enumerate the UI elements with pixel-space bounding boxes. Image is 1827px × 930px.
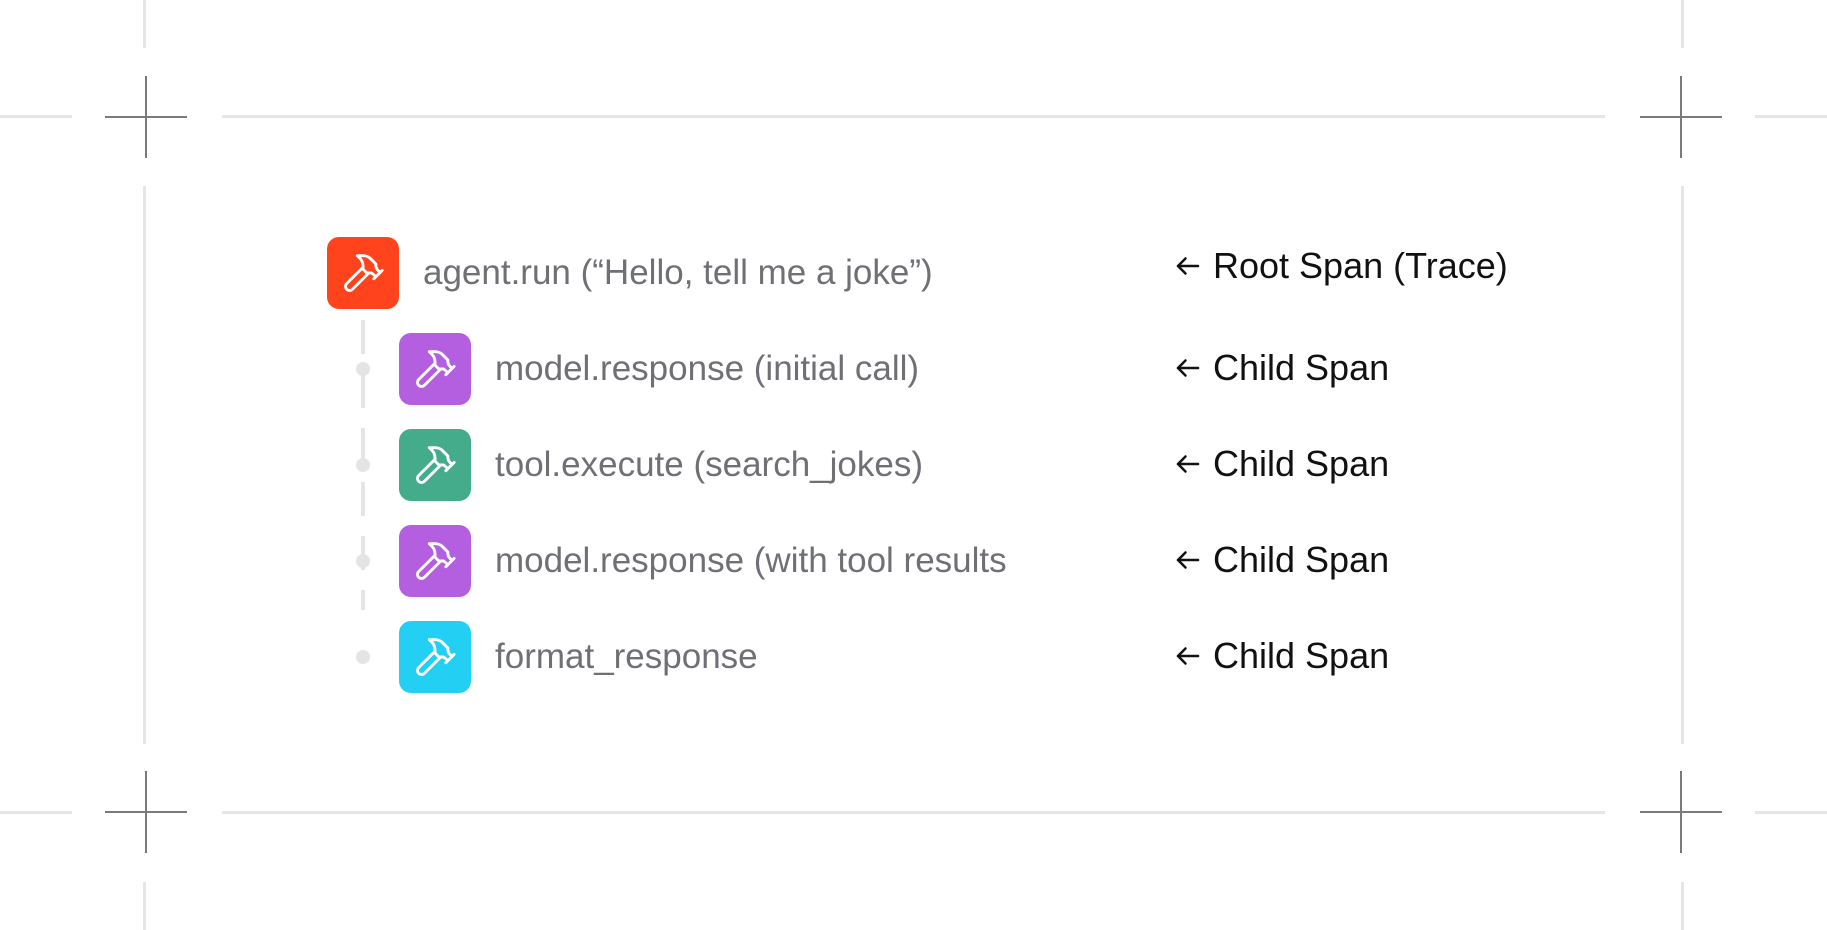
span-annotation-text: Root Span (Trace): [1213, 245, 1508, 286]
span-badge: [327, 237, 399, 309]
guide-top-left: [0, 115, 72, 118]
span-annotation-text: Child Span: [1213, 443, 1390, 484]
arrow-left-icon: [1173, 251, 1203, 281]
guide-right-top: [1681, 0, 1684, 48]
tree-node-dot: [356, 650, 370, 664]
span-label: format_response: [495, 637, 758, 676]
arrow-left-icon: [1173, 545, 1203, 575]
guide-left-top: [143, 0, 146, 48]
span-annotation-text: Child Span: [1213, 347, 1390, 388]
span-annotation-text: Child Span: [1213, 539, 1390, 580]
span-annotation: Child Span: [1173, 346, 1389, 390]
guide-right-bottom: [1681, 882, 1684, 930]
span-row-child: model.response (with tool results: [399, 525, 1007, 597]
arrow-left-icon: [1173, 353, 1203, 383]
hammer-icon: [416, 446, 456, 484]
span-label: model.response (initial call): [495, 349, 920, 388]
crosshair-bottom-right: [1640, 771, 1722, 853]
span-annotation-text: Child Span: [1213, 635, 1390, 676]
hammer-icon: [416, 638, 456, 676]
span-row-child: model.response (initial call): [399, 333, 919, 405]
guide-left: [143, 186, 146, 744]
crosshair-bottom-left: [105, 771, 187, 853]
guide-bottom: [222, 811, 1605, 814]
tree-node-dot: [356, 458, 370, 472]
span-row-child: tool.execute (search_jokes): [399, 429, 923, 501]
span-label: tool.execute (search_jokes): [495, 445, 923, 484]
span-annotation: Child Span: [1173, 538, 1389, 582]
hammer-icon: [416, 542, 456, 580]
span-row-root: agent.run (“Hello, tell me a joke”): [327, 237, 933, 309]
span-badge: [399, 333, 471, 405]
span-row-child: format_response: [399, 621, 758, 693]
guide-left-bottom: [143, 882, 146, 930]
guide-top-right: [1755, 115, 1827, 118]
span-badge: [399, 621, 471, 693]
span-badge: [399, 429, 471, 501]
crosshair-top-left: [105, 76, 187, 158]
span-annotation: Child Span: [1173, 442, 1389, 486]
span-label: model.response (with tool results: [495, 541, 1007, 580]
span-annotation: Root Span (Trace): [1173, 244, 1508, 288]
span-label: agent.run (“Hello, tell me a joke”): [423, 253, 933, 292]
crosshair-top-right: [1640, 76, 1722, 158]
guide-bottom-right: [1755, 811, 1827, 814]
guide-bottom-left: [0, 811, 72, 814]
tree-node-dot: [356, 362, 370, 376]
arrow-left-icon: [1173, 449, 1203, 479]
span-badge: [399, 525, 471, 597]
guide-right: [1681, 186, 1684, 744]
span-annotation: Child Span: [1173, 634, 1389, 678]
tree-node-dot: [356, 554, 370, 568]
hammer-icon: [416, 350, 456, 388]
arrow-left-icon: [1173, 641, 1203, 671]
hammer-icon: [344, 254, 384, 292]
guide-top: [222, 115, 1605, 118]
